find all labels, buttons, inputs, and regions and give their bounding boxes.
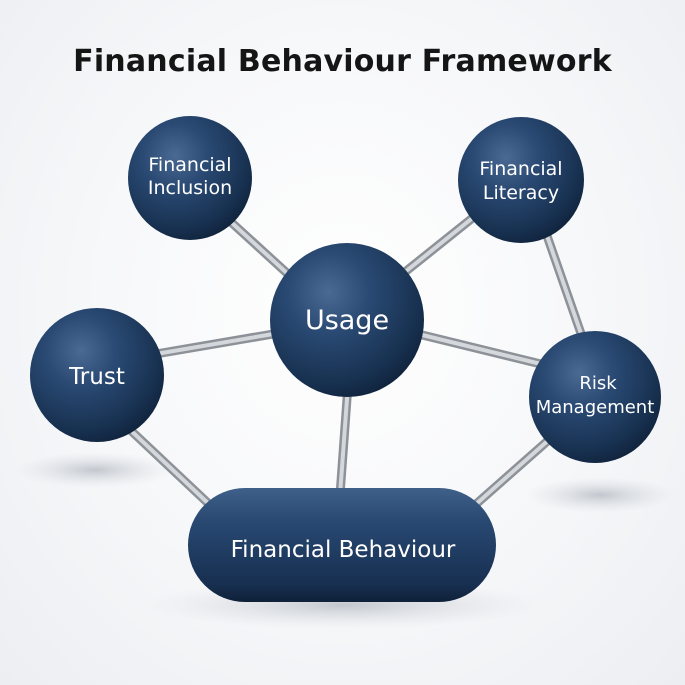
node-usage-label: Usage — [305, 305, 389, 336]
node-usage: Usage — [270, 243, 424, 397]
node-risk-management-line1: Risk — [579, 373, 617, 394]
diagram-title: Financial Behaviour Framework — [73, 44, 612, 79]
node-financial-literacy-line2: Literacy — [483, 182, 559, 204]
node-financial-behaviour: Financial Behaviour — [188, 488, 496, 602]
node-risk-management-line2: Management — [536, 397, 655, 418]
node-trust: Trust — [30, 308, 164, 442]
node-trust-label: Trust — [68, 364, 125, 390]
node-financial-literacy-line1: Financial — [479, 158, 562, 180]
node-financial-inclusion-line1: Financial — [148, 154, 231, 176]
connector-usage-behaviour — [335, 380, 353, 500]
node-risk-management: Risk Management — [529, 331, 661, 463]
node-financial-behaviour-label: Financial Behaviour — [231, 537, 456, 563]
connectors — [120, 203, 590, 510]
node-financial-inclusion: Financial Inclusion — [128, 116, 252, 240]
node-financial-inclusion-line2: Inclusion — [148, 177, 232, 199]
connector-literacy-risk — [540, 225, 590, 350]
connector-trust-behaviour — [120, 420, 215, 510]
node-financial-literacy: Financial Literacy — [458, 117, 584, 243]
connector-trust-usage — [145, 327, 290, 360]
connector-usage-risk — [405, 327, 550, 370]
connector-risk-behaviour — [470, 425, 565, 510]
connector-literacy-usage — [390, 203, 490, 285]
